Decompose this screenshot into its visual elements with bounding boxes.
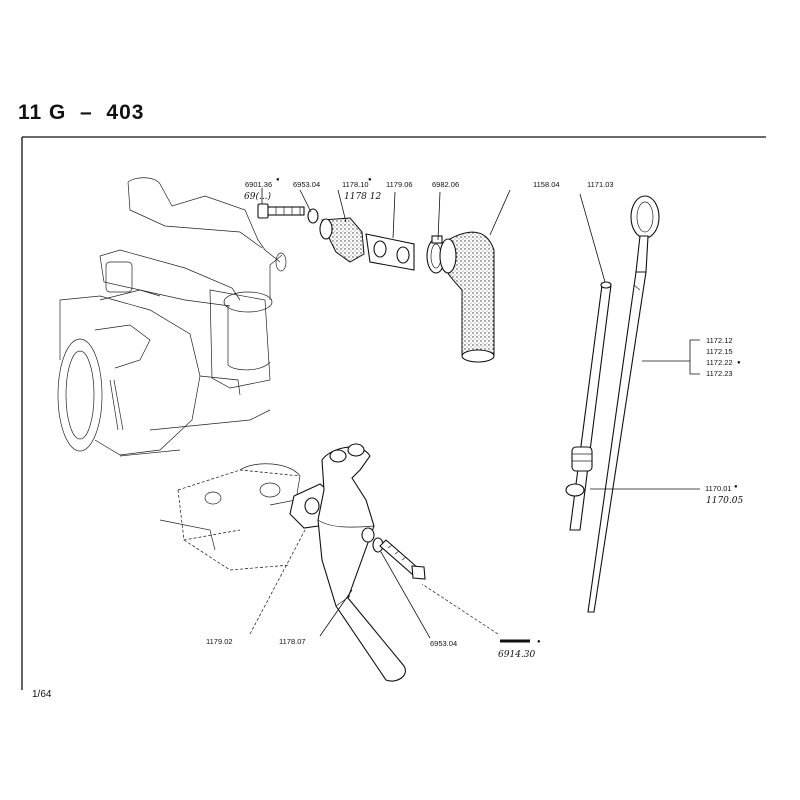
callout-washer: 6953.04 (293, 180, 320, 189)
callout-lower-washer: 6953.04 (430, 639, 457, 648)
callout-marker-bolt: ● (537, 639, 541, 645)
callout-marker-elbow: ● (368, 177, 372, 183)
elbow-part (319, 217, 365, 263)
seal-part (565, 483, 585, 497)
callout-screw-handwritten: 69(...) (244, 191, 272, 202)
washer-part (307, 208, 319, 224)
lower-bolt-part (379, 539, 426, 580)
callout-clip: 6982.06 (432, 180, 459, 189)
callout-bolt-handwritten: 6914.30 (498, 650, 535, 660)
upper-gasket-part (365, 233, 415, 271)
engine-block-illustration (57, 177, 287, 457)
callout-screw: 6901.36 (245, 180, 272, 189)
callout-dipstick-3: 1172.22 (706, 358, 733, 367)
callout-dipstick-1: 1172.12 (706, 336, 733, 345)
callout-marker-screw: ● (276, 177, 280, 183)
leader-lines (249, 188, 700, 639)
oil-intake-pipe-part (317, 443, 406, 682)
lower-block-outline (159, 463, 301, 571)
callout-seal: 1170.01 (705, 484, 732, 493)
callout-intake-pipe: 1178.07 (279, 637, 306, 646)
callout-upper-gasket: 1179.06 (386, 180, 413, 189)
dipstick-guide-tube-part (565, 281, 612, 531)
page-title: 11 G – 403 (18, 101, 145, 124)
page-number: 1/64 (32, 689, 52, 700)
callout-lower-gasket: 1179.02 (206, 637, 233, 646)
callout-guide-tube: 1171.03 (587, 180, 614, 189)
callout-marker-seal: ● (734, 484, 738, 490)
callout-marker-dipstick-3: ● (737, 360, 741, 366)
rubber-hose-part (439, 231, 495, 363)
screw-part (257, 203, 305, 219)
callout-seal-handwritten: 1170.05 (706, 496, 743, 506)
callout-labels: 6901.36 ● 69(...) 6953.04 1178.10 ● 1178… (206, 177, 743, 660)
callout-elbow: 1178.10 (342, 180, 369, 189)
callout-elbow-handwritten: 1178 12 (344, 192, 381, 202)
callout-hose: 1158.04 (533, 180, 560, 189)
dipstick-part (587, 195, 660, 613)
callout-dipstick-2: 1172.15 (706, 347, 733, 356)
callout-dipstick-4: 1172.23 (706, 369, 733, 378)
